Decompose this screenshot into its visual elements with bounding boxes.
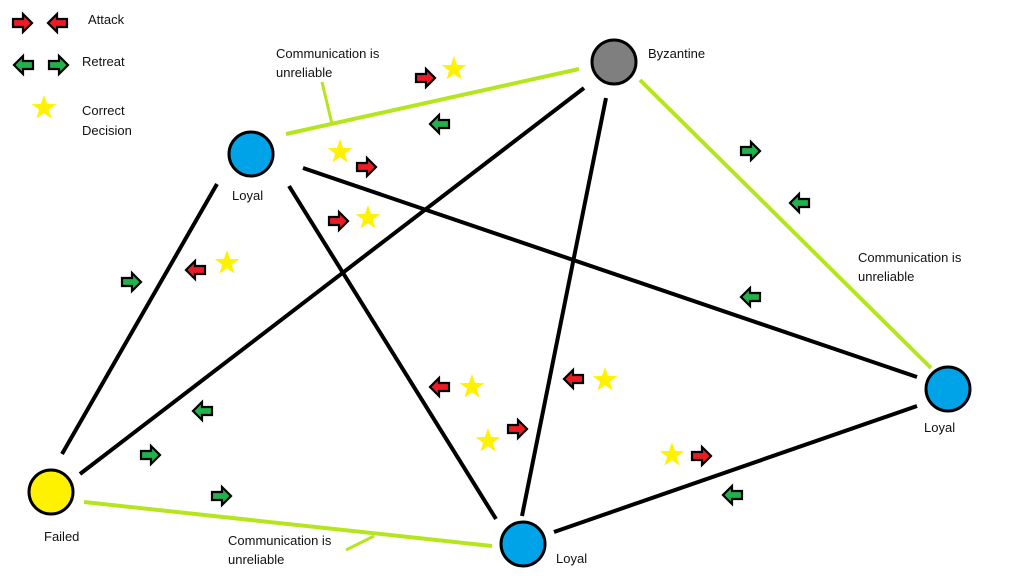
- retreat-arrow-icon: [210, 485, 233, 507]
- attack-arrow-icon: [46, 12, 69, 34]
- legend-correct-label-line2: Decision: [82, 123, 132, 138]
- reliable-links: [60, 86, 918, 534]
- star-icon: [659, 442, 685, 466]
- annotation-line1: Communication is: [858, 250, 962, 265]
- attack-arrow-icon: [414, 67, 437, 89]
- attack-arrow-icon: [355, 156, 378, 178]
- link-loyal-top-loyal-bottom: [287, 184, 498, 521]
- retreat-arrow-icon: [12, 54, 35, 76]
- link-loyal-top-byzantine: [285, 67, 580, 136]
- attack-arrow-icon: [428, 376, 451, 398]
- star-icon: [592, 367, 618, 391]
- callout-pointer-bottom: [345, 534, 375, 552]
- annotation-unreliable-top: Communication is unreliable: [276, 46, 380, 80]
- node-loyal-top: [227, 130, 275, 178]
- legend-attack: Attack: [11, 12, 125, 34]
- link-loyal-top-loyal-right: [302, 166, 918, 379]
- callout-pointer-top: [320, 81, 334, 125]
- node-byzantine: [590, 38, 638, 86]
- link-failed-byzantine: [78, 86, 586, 476]
- retreat-arrow-icon: [139, 444, 162, 466]
- annotation-unreliable-right: Communication is unreliable: [858, 250, 962, 284]
- star-icon: [475, 428, 501, 452]
- node-loyal-bottom: [499, 520, 547, 568]
- node-label-byzantine: Byzantine: [648, 46, 705, 61]
- star-icon: [214, 250, 240, 274]
- annotation-line2: unreliable: [276, 65, 332, 80]
- retreat-arrow-icon: [191, 400, 214, 422]
- retreat-arrow-icon: [721, 484, 744, 506]
- node-label-loyal-top: Loyal: [232, 188, 263, 203]
- attack-arrow-icon: [562, 368, 585, 390]
- link-byzantine-loyal-right: [638, 78, 933, 370]
- annotation-line2: unreliable: [858, 269, 914, 284]
- star-icon: [327, 139, 353, 163]
- message-arrows: [120, 67, 811, 507]
- node-label-failed: Failed: [44, 529, 79, 544]
- attack-arrow-icon: [184, 259, 207, 281]
- retreat-arrow-icon: [739, 286, 762, 308]
- attack-arrow-icon: [690, 445, 713, 467]
- retreat-arrow-icon: [120, 271, 143, 293]
- node-failed: [27, 468, 75, 516]
- retreat-arrow-icon: [788, 192, 811, 214]
- correct-decision-stars: [214, 56, 685, 466]
- retreat-arrow-icon: [47, 54, 70, 76]
- annotation-line1: Communication is: [228, 533, 332, 548]
- legend-retreat-label: Retreat: [82, 54, 125, 69]
- star-icon: [355, 205, 381, 229]
- attack-arrow-icon: [506, 418, 529, 440]
- annotation-line1: Communication is: [276, 46, 380, 61]
- node-label-loyal-right: Loyal: [924, 420, 955, 435]
- legend-correct: Correct Decision: [31, 95, 132, 138]
- link-loyal-bottom-loyal-right: [553, 404, 918, 534]
- retreat-arrow-icon: [428, 113, 451, 135]
- node-label-loyal-bottom: Loyal: [556, 551, 587, 566]
- legend: Attack Retreat Correct Decision: [11, 12, 132, 138]
- link-failed-loyal-bottom: [83, 500, 493, 548]
- star-icon: [441, 56, 467, 80]
- star-icon: [31, 95, 57, 119]
- nodes: [27, 38, 972, 568]
- legend-correct-label-line1: Correct: [82, 103, 125, 118]
- unreliable-links: [83, 67, 933, 552]
- attack-arrow-icon: [11, 12, 34, 34]
- star-icon: [459, 374, 485, 398]
- link-byzantine-loyal-bottom: [520, 97, 608, 517]
- legend-attack-label: Attack: [88, 12, 125, 27]
- annotation-unreliable-bottom: Communication is unreliable: [228, 533, 332, 567]
- retreat-arrow-icon: [739, 140, 762, 162]
- attack-arrow-icon: [327, 210, 350, 232]
- link-failed-loyal-top: [60, 183, 219, 455]
- legend-retreat: Retreat: [12, 54, 125, 76]
- node-loyal-right: [924, 365, 972, 413]
- annotation-line2: unreliable: [228, 552, 284, 567]
